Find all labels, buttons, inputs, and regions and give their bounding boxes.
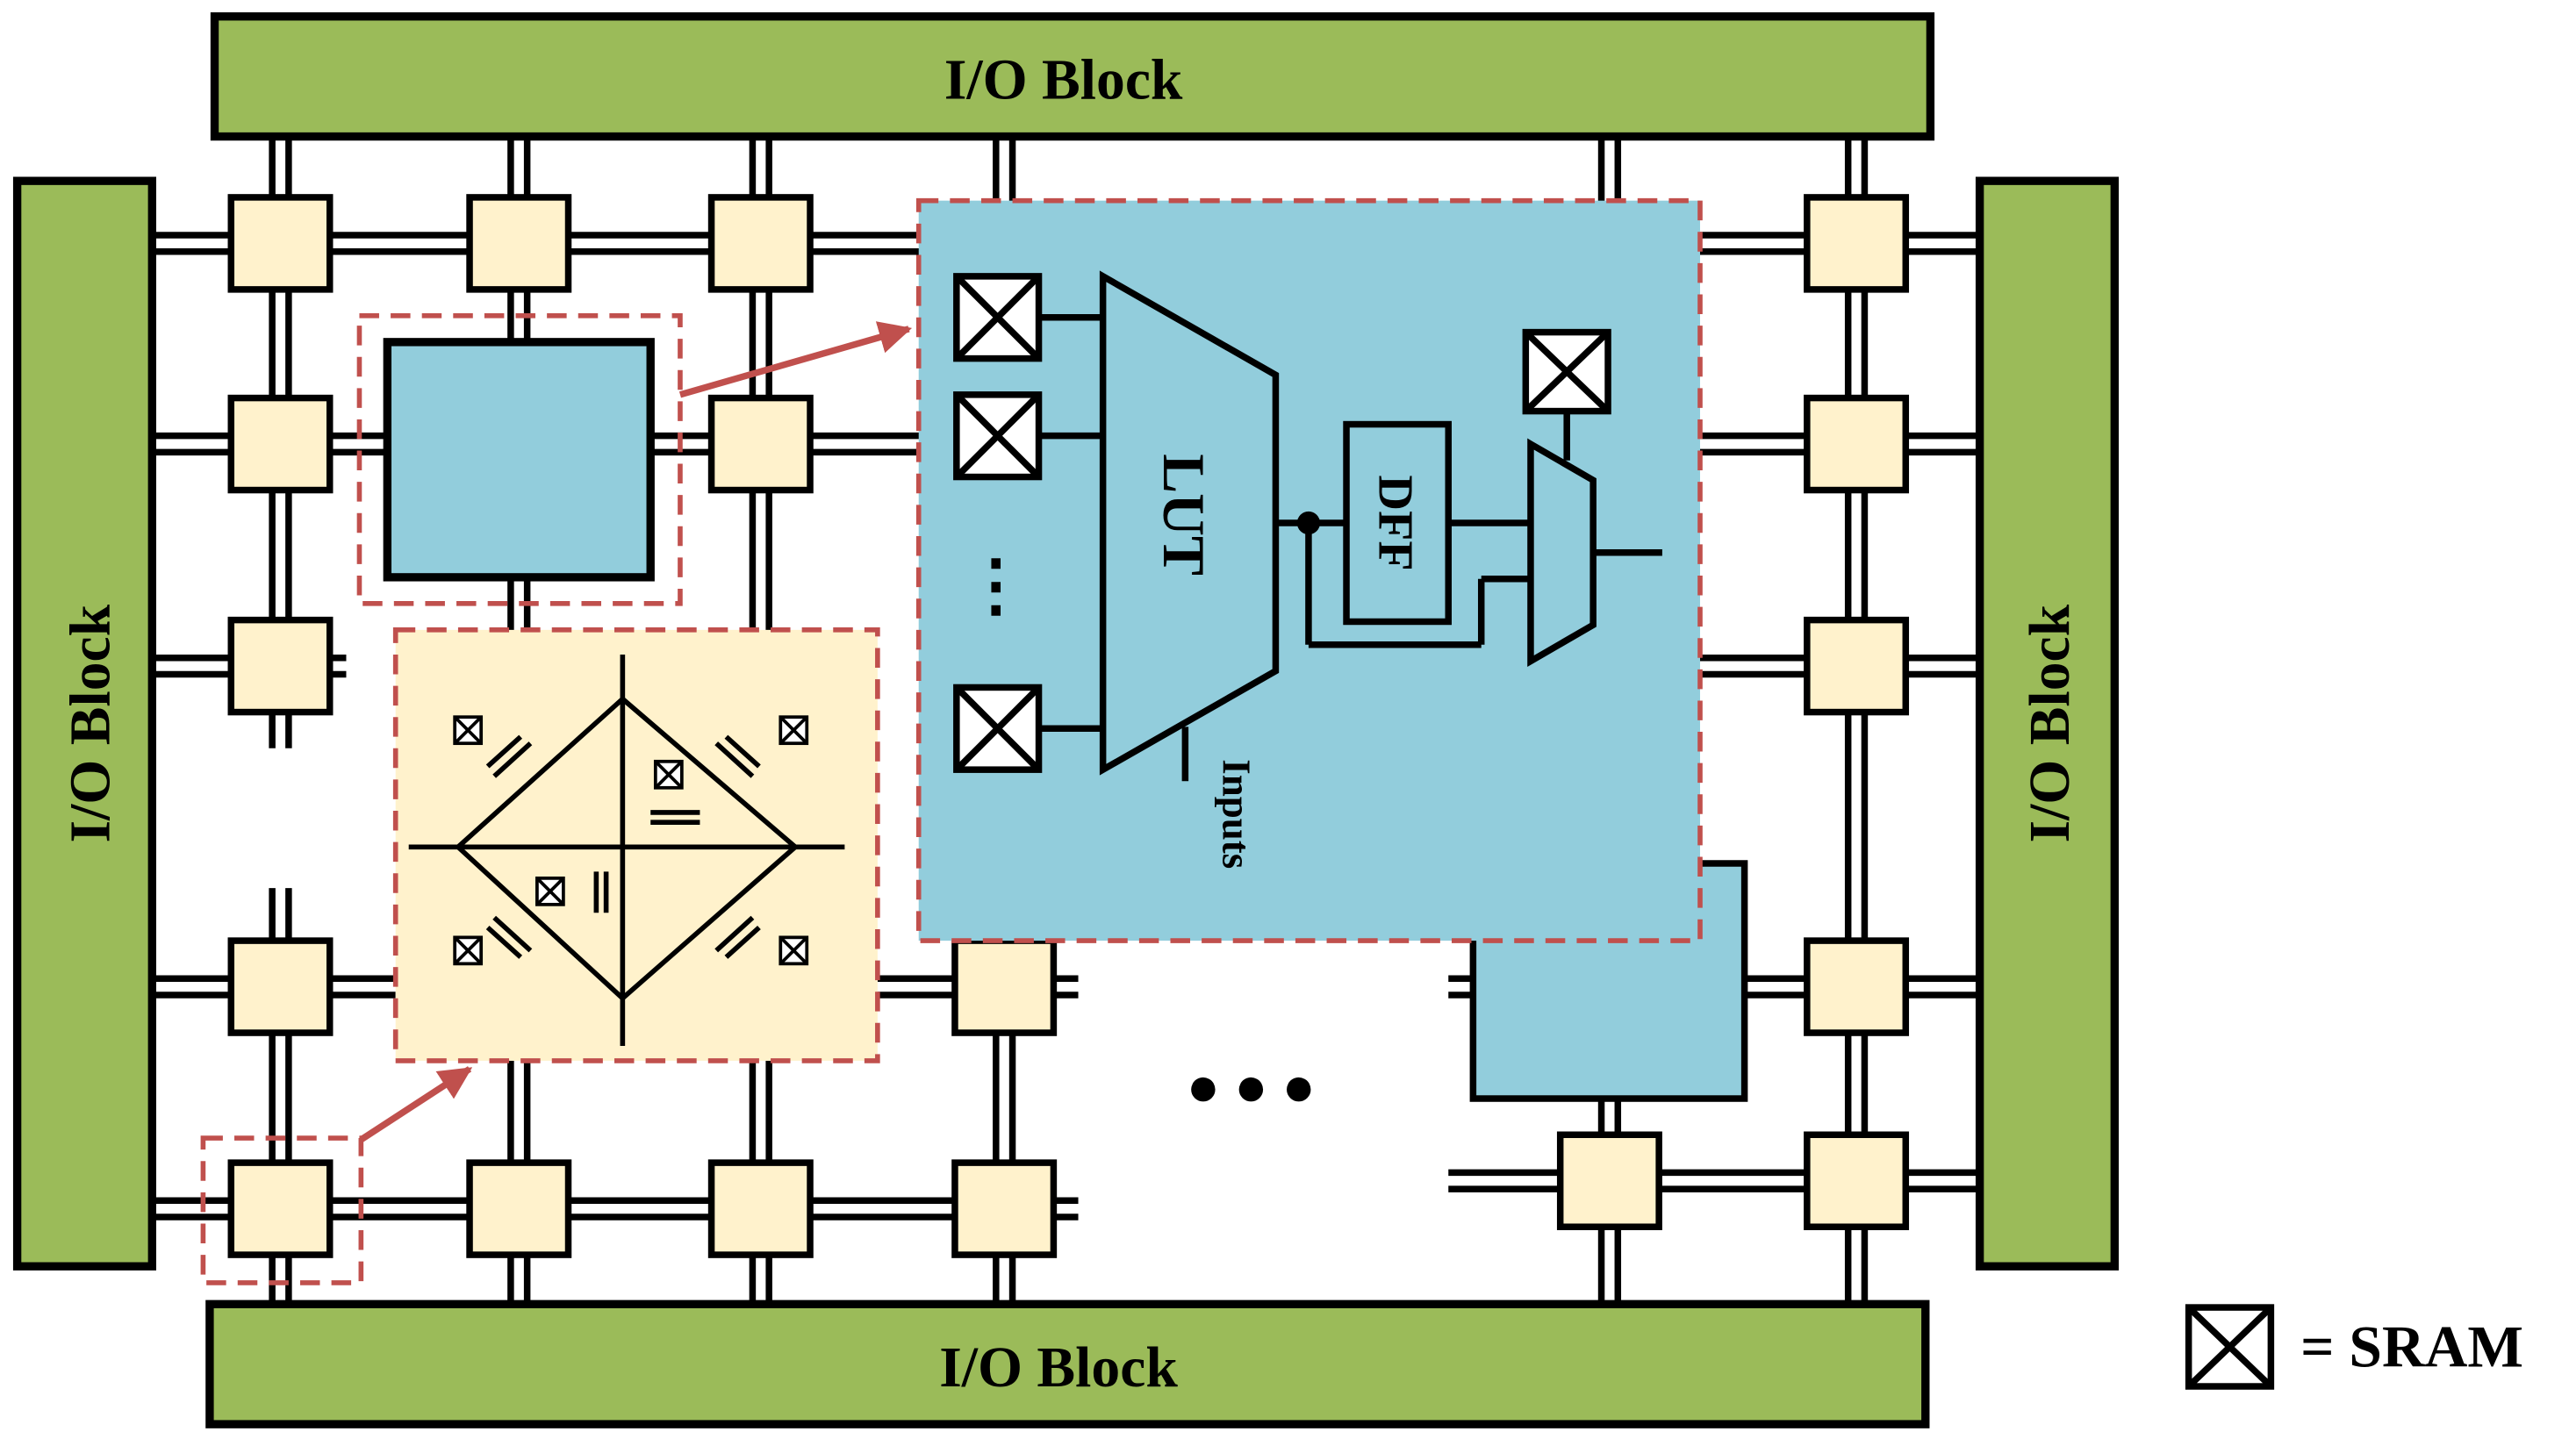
switch-box-detail	[392, 627, 880, 1063]
switch-box	[707, 394, 814, 494]
switch-box	[227, 194, 334, 293]
input-ellipsis: ⋮	[961, 548, 1030, 624]
switch-box	[1804, 937, 1910, 1036]
logic-block-detail: DFF LUT Inputs ⋮	[915, 197, 1703, 943]
switch-box	[1556, 1131, 1662, 1230]
sram-cell-icon	[779, 715, 809, 746]
io-block-right-label: I/O Block	[2019, 604, 2082, 842]
logic-block-highlight	[356, 313, 683, 606]
switch-box	[707, 1159, 814, 1258]
switch-box	[227, 937, 334, 1036]
io-block-top: I/O Block	[210, 12, 1935, 141]
sram-cell-icon	[779, 935, 809, 966]
sram-cell-icon	[953, 273, 1043, 362]
sram-cell-icon	[1522, 328, 1611, 415]
logic-block-small	[383, 338, 655, 582]
io-block-right: I/O Block	[1975, 176, 2120, 1271]
switch-box	[227, 616, 334, 716]
sram-cell-icon	[653, 759, 684, 790]
dff-label: DFF	[1368, 475, 1423, 570]
switch-box	[1804, 394, 1910, 494]
switch-box-highlight	[200, 1135, 364, 1285]
switch-box	[1804, 1131, 1910, 1230]
io-block-top-label: I/O Block	[944, 48, 1183, 111]
sram-cell-icon	[535, 876, 565, 906]
switch-box-array	[227, 194, 1910, 1258]
dff-block	[1343, 420, 1452, 626]
zoom-arrow-switch-box	[359, 1066, 473, 1143]
legend-label: = SRAM	[2300, 1314, 2523, 1380]
switch-box	[466, 1159, 572, 1258]
inputs-label: Inputs	[1214, 759, 1258, 869]
switch-box	[227, 1159, 334, 1258]
zoom-arrow-logic-block	[678, 321, 913, 398]
switch-box	[227, 394, 334, 494]
sram-cell-icon	[2185, 1304, 2275, 1390]
switch-box	[1804, 616, 1910, 716]
io-block-left-label: I/O Block	[60, 604, 123, 842]
sram-cell-icon	[453, 935, 484, 966]
io-block-left: I/O Block	[12, 176, 156, 1271]
sram-cell-icon	[953, 391, 1043, 481]
sram-cell-icon	[953, 684, 1043, 773]
sram-cell-icon	[453, 715, 484, 746]
switch-box	[707, 194, 814, 293]
switch-box	[951, 937, 1058, 1036]
switch-box	[1804, 194, 1910, 293]
io-block-bottom: I/O Block	[205, 1299, 1930, 1428]
switch-box	[466, 194, 572, 293]
legend: = SRAM	[2185, 1304, 2523, 1390]
io-block-bottom-label: I/O Block	[939, 1336, 1178, 1400]
array-ellipsis: ● ● ●	[1187, 1056, 1316, 1118]
switch-box	[951, 1159, 1058, 1258]
lut-label: LUT	[1151, 454, 1216, 576]
